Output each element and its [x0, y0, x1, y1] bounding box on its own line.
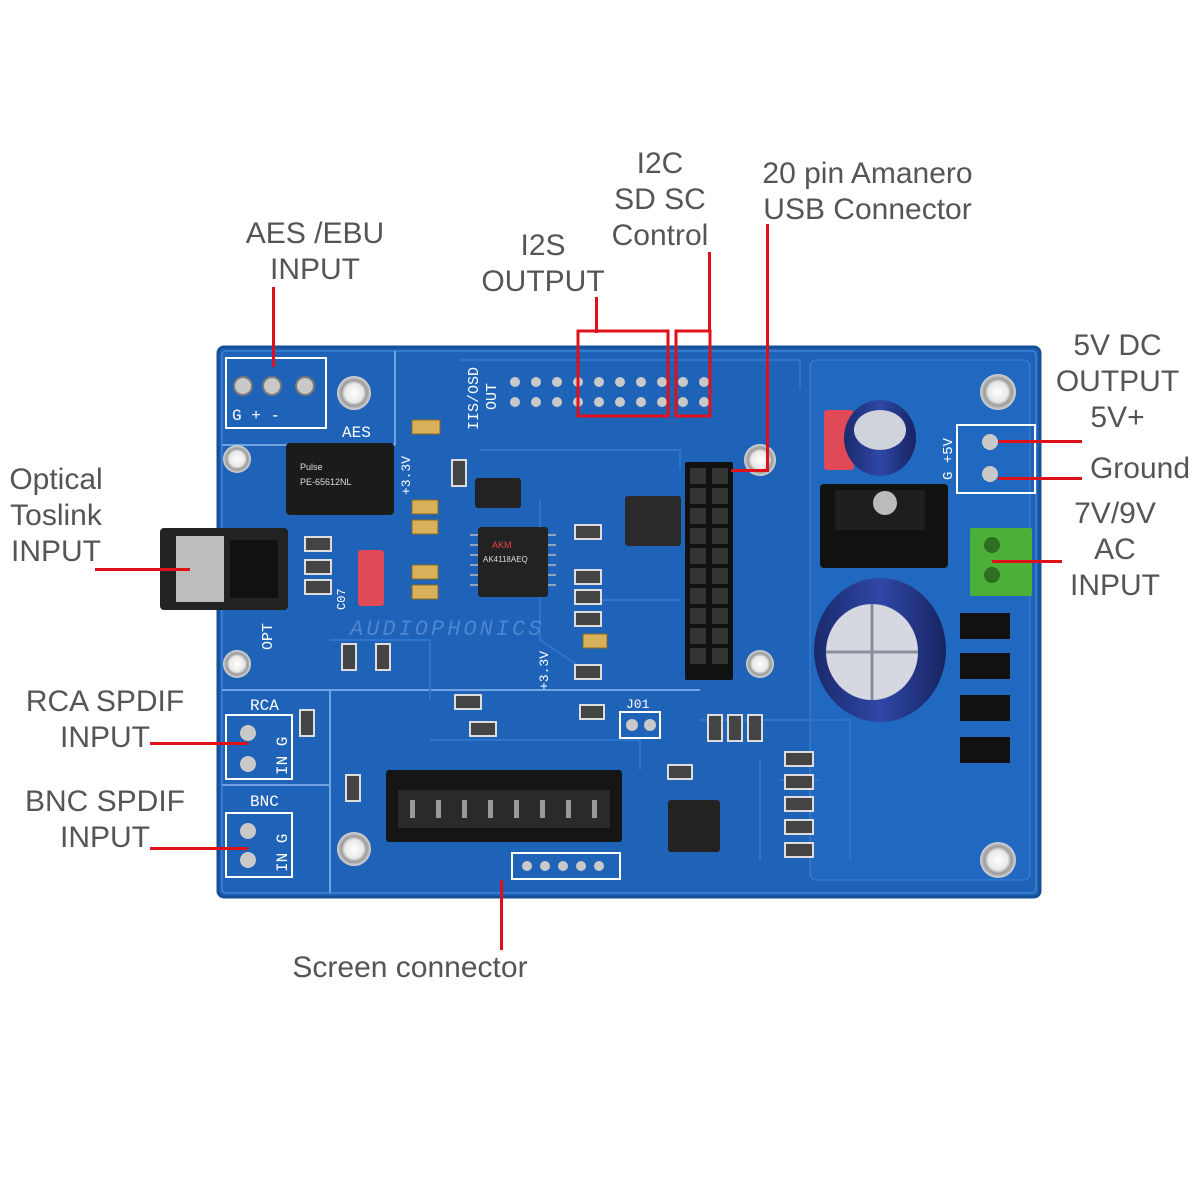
svg-text:PE-65612NL: PE-65612NL [300, 477, 352, 487]
svg-text:+3.3V: +3.3V [399, 456, 414, 495]
rca-callout-line [150, 742, 248, 745]
amanero-label: 20 pin Amanero USB Connector [762, 157, 973, 226]
svg-text:AKM: AKM [492, 540, 512, 550]
aes-silk: AES [342, 424, 371, 442]
rca-silk: RCA [250, 697, 279, 715]
aes-callout-line [272, 287, 275, 367]
bnc-silk: BNC [250, 793, 279, 811]
ac-in-label: 7V/9V AC INPUT [1070, 497, 1160, 602]
iis-osd-silk: IIS/OSD [466, 367, 483, 430]
pulse-transformer [286, 443, 394, 515]
amanero-callout-line-v [766, 224, 769, 472]
screen-label: Screen connector [292, 951, 528, 984]
svg-text:Pulse: Pulse [300, 462, 323, 472]
aes-label: AES /EBU INPUT [245, 217, 385, 286]
i2s-header-highlight [576, 329, 670, 418]
aes-pins-silk: G + - [232, 407, 280, 425]
ac-callout-line [992, 560, 1062, 563]
optical-label: Optical Toslink INPUT [9, 463, 103, 568]
svg-text:G +5V: G +5V [941, 437, 957, 480]
bnc-label: BNC SPDIF INPUT [24, 785, 186, 854]
c07-silk: C07 [335, 588, 349, 610]
dc-out-callout-line [998, 440, 1082, 443]
svg-text:AK4118AEQ: AK4118AEQ [483, 555, 528, 564]
rca-label: RCA SPDIF INPUT [25, 685, 185, 754]
watermark: AUDIOPHONICS [348, 617, 544, 642]
amanero-callout-line-h [731, 469, 769, 472]
i2c-label: I2C SD SC Control [611, 147, 709, 252]
opt-silk: OPT [260, 623, 277, 650]
dc-out-label: 5V DC OUTPUT 5V+ [1055, 329, 1180, 434]
ground-label: Ground [1089, 452, 1191, 485]
svg-text:IN G: IN G [274, 834, 292, 872]
i2c-header-highlight [674, 329, 712, 418]
akm-chip [478, 527, 548, 597]
out-silk: OUT [484, 383, 501, 410]
i2c-callout-line [708, 252, 711, 332]
svg-text:IN G: IN G [274, 737, 292, 775]
svg-text:+3.3V: +3.3V [537, 651, 552, 690]
bnc-callout-line [150, 847, 248, 850]
ground-callout-line [998, 477, 1082, 480]
j01-silk: J01 [626, 697, 650, 712]
i2s-callout-line [595, 297, 598, 333]
optical-callout-line [95, 568, 190, 571]
screen-callout-line [500, 880, 503, 950]
i2s-label: I2S OUTPUT [481, 229, 605, 298]
